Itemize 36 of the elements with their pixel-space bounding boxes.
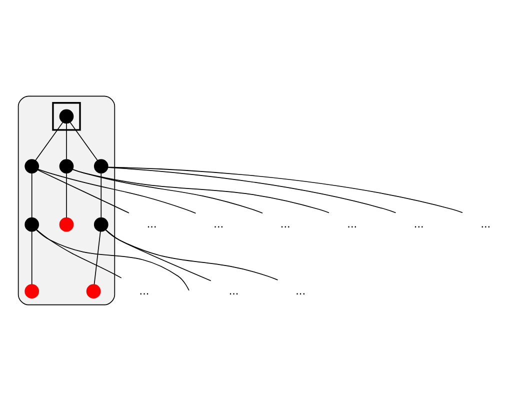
connector <box>66 172 67 218</box>
node-circle <box>24 158 40 173</box>
connector <box>37 168 130 213</box>
connector <box>94 230 101 284</box>
connector <box>36 228 122 278</box>
node-circle <box>24 216 40 232</box>
node-text: ... <box>347 216 358 230</box>
node-text: ... <box>414 216 424 230</box>
connector <box>70 122 98 160</box>
cluster <box>18 95 116 305</box>
node-circle <box>59 216 74 232</box>
connector <box>105 228 212 281</box>
connector <box>107 166 396 213</box>
node-text: ... <box>280 216 290 230</box>
node-circle <box>86 284 101 298</box>
connector <box>31 230 32 284</box>
node-text: ... <box>139 282 150 297</box>
node-circle <box>94 216 108 232</box>
node-text: ... <box>146 216 157 230</box>
connector <box>72 168 330 213</box>
connector <box>38 168 196 214</box>
node-text: ... <box>214 216 224 230</box>
connector <box>108 166 463 213</box>
node-text: ... <box>296 282 306 297</box>
node-circle <box>94 158 108 173</box>
connector <box>31 172 32 218</box>
connector <box>36 229 190 290</box>
node-circle <box>59 158 74 173</box>
node-text: ... <box>480 216 491 230</box>
node-circle <box>24 284 40 298</box>
node-circle <box>59 108 74 124</box>
node-text: ... <box>228 282 239 297</box>
connector <box>66 122 67 160</box>
connector <box>105 228 278 280</box>
connector <box>35 122 64 160</box>
connector <box>100 172 102 218</box>
